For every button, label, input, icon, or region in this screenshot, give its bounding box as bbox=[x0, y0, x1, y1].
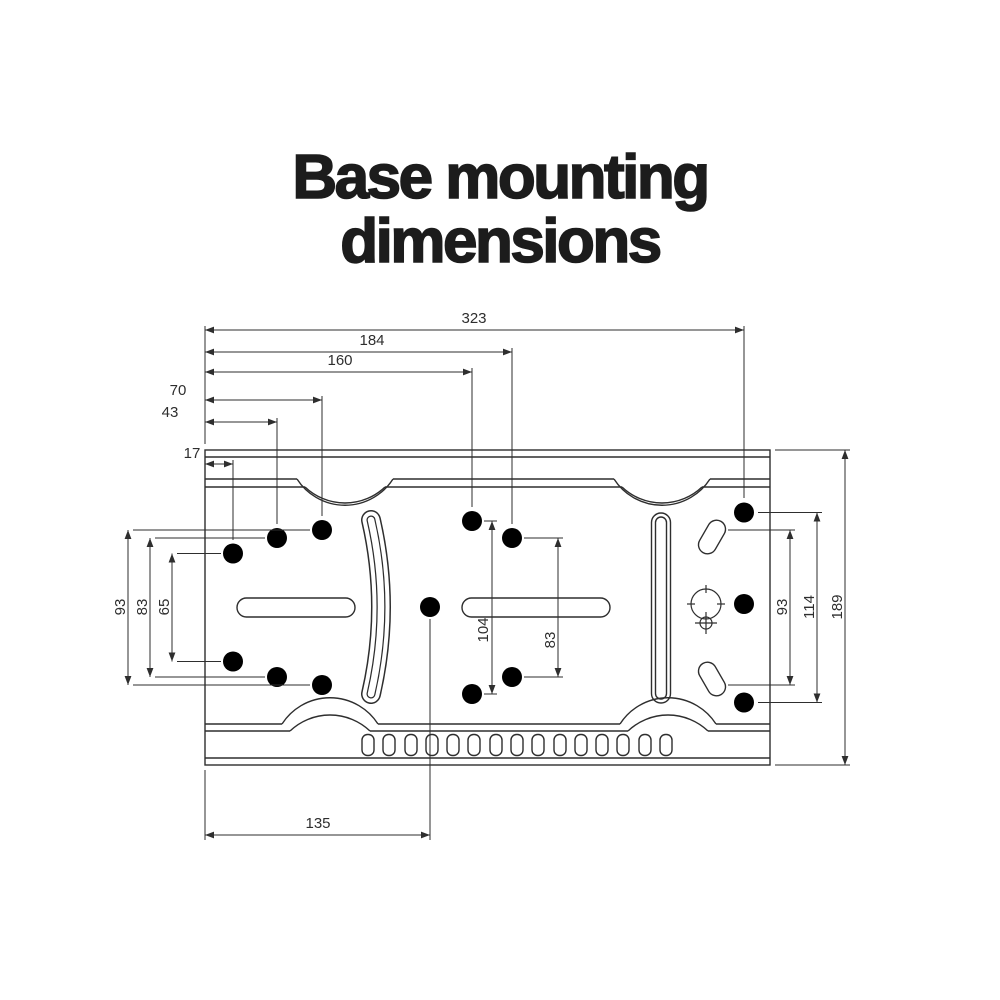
top-edge-detail bbox=[205, 478, 770, 506]
kidney-slots-right bbox=[697, 519, 727, 697]
ventilation-slots bbox=[361, 733, 673, 757]
horizontal-slots bbox=[236, 597, 611, 618]
dim-label-160: 160 bbox=[327, 352, 352, 369]
bottom-dimension: 135 bbox=[204, 619, 431, 840]
page-title: Base mounting dimensions bbox=[0, 143, 1000, 276]
dim-label-70: 70 bbox=[170, 382, 187, 399]
dim-label-right-114: 114 bbox=[801, 595, 818, 619]
dim-label-inner-104: 104 bbox=[475, 617, 492, 642]
dim-label-43: 43 bbox=[162, 404, 179, 421]
dim-label-135: 135 bbox=[305, 815, 330, 832]
right-dimensions: 93 114 189 bbox=[728, 449, 850, 766]
top-dimensions: 323 184 160 70 43 17 bbox=[162, 310, 745, 540]
dim-label-184: 184 bbox=[359, 332, 384, 349]
dim-label-left-83: 83 bbox=[134, 599, 151, 616]
title-line-2: dimensions bbox=[339, 207, 663, 276]
center-pilot-hole bbox=[687, 585, 725, 634]
mounting-holes bbox=[219, 498, 758, 717]
bottom-edge-detail bbox=[205, 697, 770, 759]
dim-label-right-189: 189 bbox=[829, 594, 846, 619]
vertical-slot-right bbox=[650, 512, 672, 704]
plate-outline bbox=[204, 449, 771, 766]
title-line-1: Base mounting bbox=[292, 143, 711, 212]
dim-label-left-93: 93 bbox=[112, 599, 129, 616]
dim-label-323: 323 bbox=[461, 310, 486, 327]
dim-label-left-65: 65 bbox=[156, 599, 173, 616]
dim-label-17: 17 bbox=[184, 445, 201, 462]
curved-slot-left bbox=[361, 510, 391, 704]
inner-dimensions: 104 83 bbox=[475, 520, 563, 695]
left-dimensions: 93 83 65 bbox=[112, 529, 310, 686]
dim-label-right-93: 93 bbox=[774, 599, 791, 616]
dim-label-inner-83: 83 bbox=[542, 632, 559, 649]
